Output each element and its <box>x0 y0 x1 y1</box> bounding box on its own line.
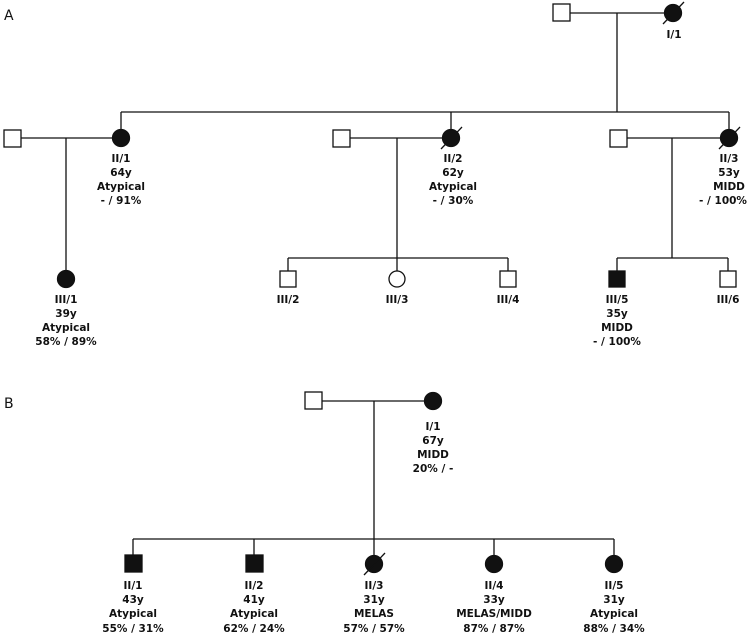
label-b-I-1-id: I/1 <box>425 421 440 433</box>
label-b-I-1-heteroplasmy: 20% / - <box>413 463 454 475</box>
label-b-II-2-id: II/2 <box>245 580 264 592</box>
label-b-II-1-id: II/1 <box>124 580 143 592</box>
label-a-II-3-phenotype: MIDD <box>713 181 745 193</box>
label-b-II-1-heteroplasmy: 55% / 31% <box>102 623 164 635</box>
label-a-II-1-heteroplasmy: - / 91% <box>101 195 142 207</box>
male-a-II-2-spouse <box>332 129 351 148</box>
label-b-II-3-id: II/3 <box>365 580 384 592</box>
deceased-mark-a-I-1 <box>662 1 685 25</box>
panel-label-b: B <box>4 396 14 412</box>
label-a-II-3-age: 53y <box>718 167 740 179</box>
affected-female-b-I-1 <box>423 391 443 411</box>
label-b-II-2-age: 41y <box>243 594 265 606</box>
label-a-III-5-age: 35y <box>606 308 628 320</box>
label-b-II-5-phenotype: Atypical <box>590 608 638 620</box>
label-a-II-1-id: II/1 <box>112 153 131 165</box>
label-a-III-1-heteroplasmy: 58% / 89% <box>35 336 97 348</box>
label-b-II-4-age: 33y <box>483 594 505 606</box>
label-b-I-1-phenotype: MIDD <box>417 449 449 461</box>
label-a-III-5-heteroplasmy: - / 100% <box>593 336 641 348</box>
male-a-II-1-spouse <box>3 129 22 148</box>
male-a-III-2 <box>279 270 297 288</box>
label-b-II-5-age: 31y <box>603 594 625 606</box>
label-a-III-1-id: III/1 <box>55 294 78 306</box>
male-b-I-founder <box>304 391 323 410</box>
label-a-II-1-phenotype: Atypical <box>97 181 145 193</box>
deceased-mark-a-II-3 <box>718 126 741 150</box>
label-b-I-1-age: 67y <box>422 435 444 447</box>
female-a-III-3 <box>388 270 406 288</box>
affected-female-b-II-5 <box>604 554 624 574</box>
label-a-II-3-id: II/3 <box>720 153 739 165</box>
affected-male-b-II-1 <box>124 554 143 573</box>
label-a-II-1-age: 64y <box>110 167 132 179</box>
label-a-III-1-age: 39y <box>55 308 77 320</box>
label-b-II-3-age: 31y <box>363 594 385 606</box>
label-a-III-4-id: III/4 <box>497 294 520 306</box>
label-a-II-2-age: 62y <box>442 167 464 179</box>
label-b-II-1-phenotype: Atypical <box>109 608 157 620</box>
label-a-III-5-id: III/5 <box>606 294 629 306</box>
label-b-II-1-age: 43y <box>122 594 144 606</box>
label-b-II-3-phenotype: MELAS <box>354 608 394 620</box>
affected-female-a-II-1 <box>111 128 131 148</box>
label-a-II-2-phenotype: Atypical <box>429 181 477 193</box>
deceased-mark-a-II-2 <box>440 126 463 150</box>
label-b-II-2-phenotype: Atypical <box>230 608 278 620</box>
label-a-III-3-id: III/3 <box>386 294 409 306</box>
label-b-II-4-id: II/4 <box>485 580 504 592</box>
label-a-II-3-heteroplasmy: - / 100% <box>699 195 747 207</box>
affected-female-a-III-1 <box>56 269 76 289</box>
label-a-III-1-phenotype: Atypical <box>42 322 90 334</box>
label-b-II-3-heteroplasmy: 57% / 57% <box>343 623 405 635</box>
label-b-II-5-id: II/5 <box>605 580 624 592</box>
male-a-III-4 <box>499 270 517 288</box>
label-b-II-5-heteroplasmy: 88% / 34% <box>583 623 645 635</box>
label-a-II-2-id: II/2 <box>444 153 463 165</box>
label-a-I-1-id: I/1 <box>666 29 681 41</box>
deceased-mark-b-II-3 <box>363 552 386 576</box>
label-a-III-6-id: III/6 <box>717 294 740 306</box>
label-b-II-4-heteroplasmy: 87% / 87% <box>463 623 525 635</box>
label-b-II-2-heteroplasmy: 62% / 24% <box>223 623 285 635</box>
male-a-I-founder <box>552 3 571 22</box>
label-a-III-5-phenotype: MIDD <box>601 322 633 334</box>
affected-male-b-II-2 <box>245 554 264 573</box>
label-a-II-2-heteroplasmy: - / 30% <box>433 195 474 207</box>
male-a-III-6 <box>719 270 737 288</box>
affected-male-a-III-5 <box>608 270 626 288</box>
male-a-II-3-spouse <box>609 129 628 148</box>
label-b-II-4-phenotype: MELAS/MIDD <box>456 608 532 620</box>
label-a-III-2-id: III/2 <box>277 294 300 306</box>
affected-female-b-II-4 <box>484 554 504 574</box>
panel-label-a: A <box>4 8 14 24</box>
